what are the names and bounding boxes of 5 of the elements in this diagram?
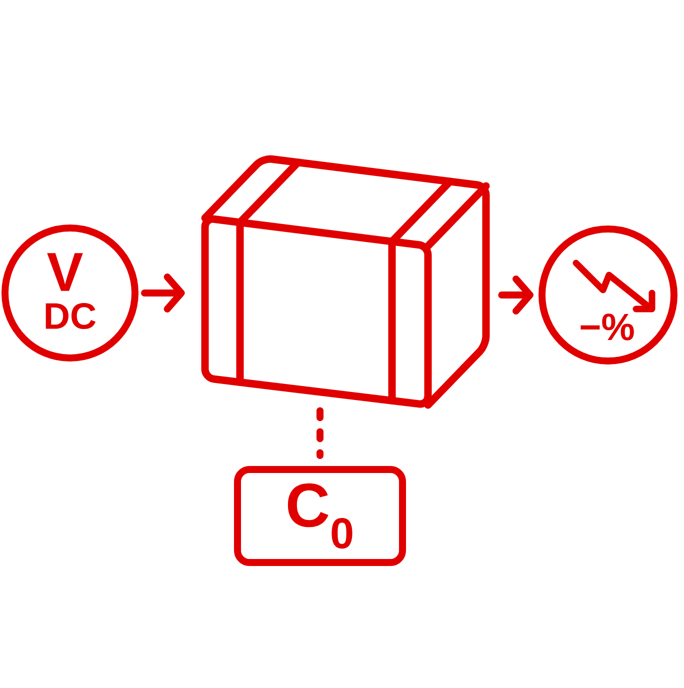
circle-node: −% xyxy=(538,226,678,364)
dashed-line xyxy=(316,407,324,459)
label-box: C$_{0}$ xyxy=(234,466,406,566)
capacitor-picture xyxy=(201,155,490,409)
circle-node: V DC xyxy=(2,224,138,362)
